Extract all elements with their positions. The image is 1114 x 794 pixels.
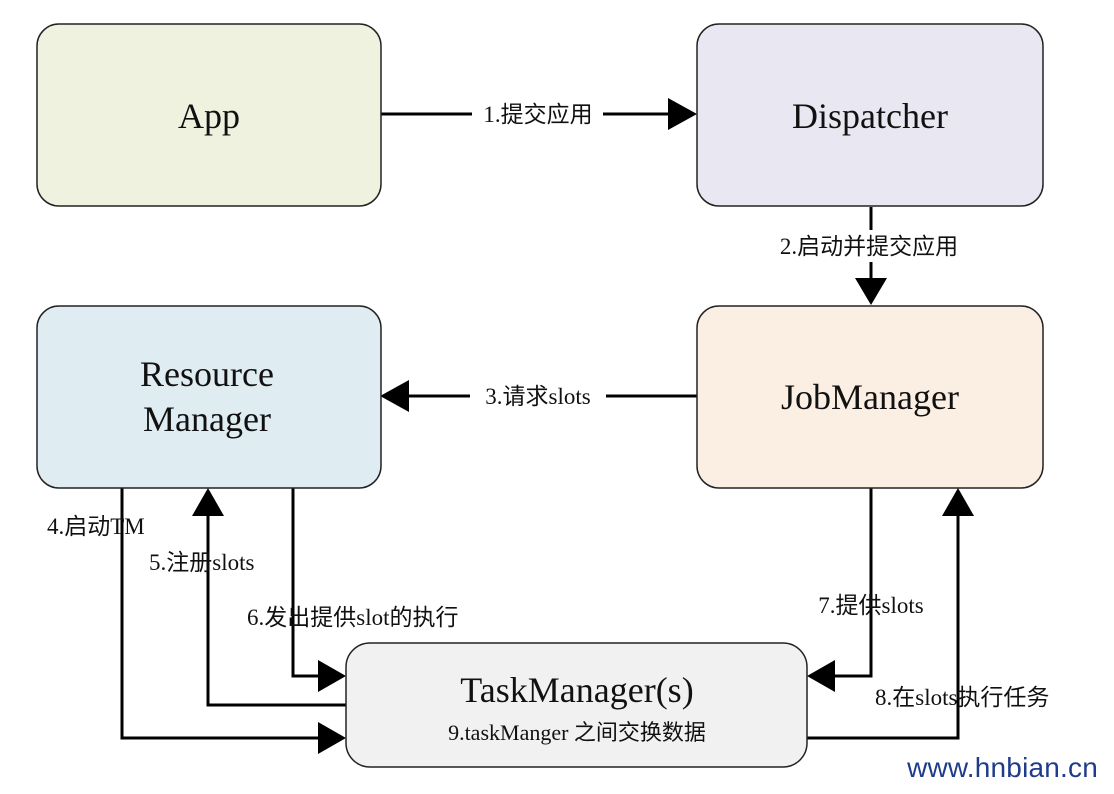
node-resource-manager: Resource Manager [36,305,382,489]
edge-5-label: 5.注册slots [149,550,254,575]
edge-1-label: 1.提交应用 [483,102,592,127]
node-task-manager-box [345,642,808,768]
edge-8-arrowhead [942,488,974,516]
node-dispatcher-label: Dispatcher [792,96,948,136]
edges [120,112,960,740]
edge-7-line [832,488,873,678]
edge-1-arrowhead [668,98,697,130]
node-resource-manager-label-line2: Manager [143,399,271,439]
node-task-manager: TaskManager(s) 9.taskManger 之间交换数据 [345,642,808,768]
watermark-text: www.hnbian.cn [907,752,1098,783]
node-dispatcher: Dispatcher [696,23,1044,207]
edge-4-arrowhead [318,722,346,754]
node-dispatcher-box [696,23,1044,207]
edge-7-arrowhead [807,660,835,692]
node-task-manager-label: TaskManager(s) [460,670,693,710]
edge-2-arrowhead [855,278,887,305]
edge-3-arrowhead [380,380,409,412]
edge-4-line [120,488,322,740]
edge-5-line [206,512,346,707]
edge-6-line [291,488,322,678]
edge-4-label: 4.启动TM [47,514,145,539]
node-app-box [36,23,382,207]
edge-8-label: 8.在slots执行任务 [875,685,1049,710]
node-app-label: App [178,96,240,136]
node-task-manager-sublabel: 9.taskManger 之间交换数据 [448,720,706,745]
node-resource-manager-box [36,305,382,489]
node-job-manager: JobManager [696,305,1044,489]
edge-6-arrowhead [318,660,346,692]
edge-8-line [807,512,960,740]
node-resource-manager-label-line1: Resource [140,354,274,394]
node-job-manager-box [696,305,1044,489]
edge-labels: 1.提交应用 2.启动并提交应用 3.请求slots 4.启动TM 5.注册sl… [47,102,1049,710]
edge-2-label: 2.启动并提交应用 [780,234,958,259]
edge-7-label: 7.提供slots [818,593,923,618]
edge-5-arrowhead [192,488,224,516]
edge-6-label: 6.发出提供slot的执行 [247,605,458,630]
arrowheads [192,98,974,754]
edge-3-label: 3.请求slots [485,384,590,409]
node-job-manager-label: JobManager [781,377,959,417]
node-app: App [36,23,382,207]
